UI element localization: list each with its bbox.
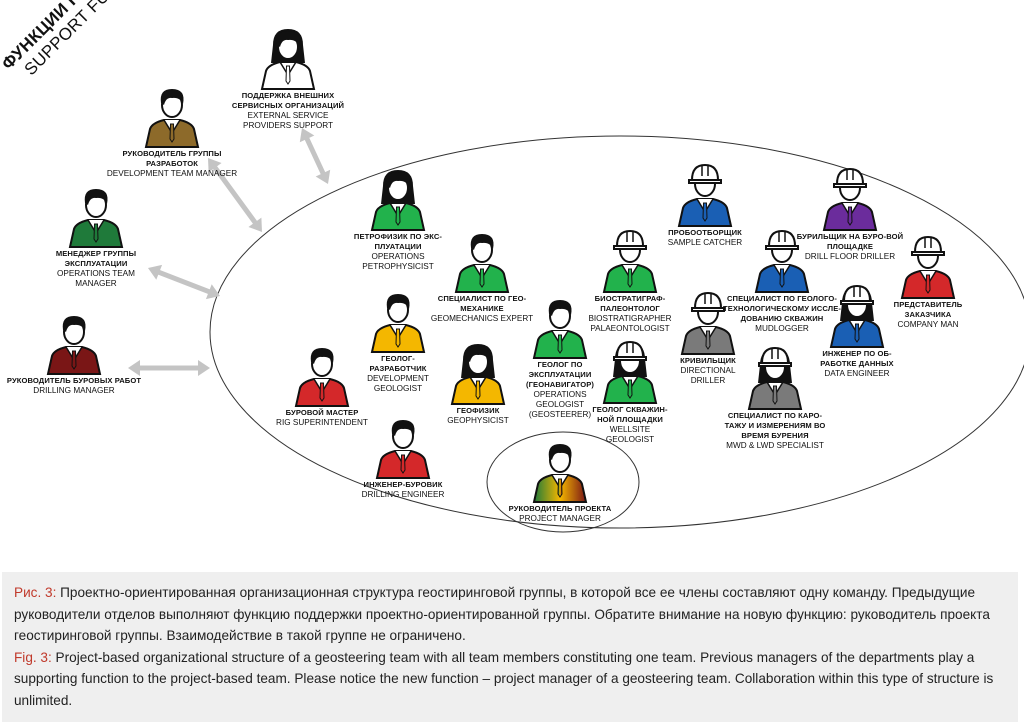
role-en: DRILLING ENGINEER bbox=[361, 490, 445, 499]
caption-ru-label: Рис. 3: bbox=[14, 585, 57, 600]
role-ru: СПЕЦИАЛИСТ ПО ГЕО-МЕХАНИКЕ bbox=[437, 294, 527, 313]
role-ru: ПРОБООТБОРЩИК bbox=[668, 228, 742, 237]
role-ru: ПРЕДСТАВИТЕЛЬ ЗАКАЗЧИКА bbox=[893, 300, 963, 319]
role-ru: МЕНЕДЖЕР ГРУППЫ ЭКСПЛУАТАЦИИ bbox=[55, 249, 137, 268]
person-ops-geologist: ГЕОЛОГ ПО ЭКСПЛУАТАЦИИ (ГЕОНАВИГАТОР)OPE… bbox=[515, 294, 605, 420]
role-ru: ГЕОЛОГ-РАЗРАБОТЧИК bbox=[369, 354, 427, 373]
role-en: EXTERNAL SERVICE PROVIDERS SUPPORT bbox=[243, 111, 333, 130]
person-icon bbox=[68, 189, 124, 248]
double-arrow bbox=[299, 128, 331, 185]
role-en: OPERATIONS TEAM MANAGER bbox=[57, 269, 135, 288]
role-en: DEVELOPMENT TEAM MANAGER bbox=[106, 169, 238, 178]
double-arrow bbox=[128, 360, 210, 376]
role-en: BIOSTRATIGRAPHER PALAEONTOLOGIST bbox=[588, 314, 672, 333]
caption-en: Fig. 3: Project-based organizational str… bbox=[14, 647, 1006, 712]
person-icon bbox=[532, 300, 588, 359]
role-ru: БИОСТРАТИГРАФ-ПАЛЕОНТОЛОГ bbox=[594, 294, 666, 313]
role-ru: РУКОВОДИТЕЛЬ ПРОЕКТА bbox=[508, 504, 612, 513]
role-ru: БУРОВОЙ МАСТЕР bbox=[285, 408, 359, 417]
role-en: OPERATIONS PETROPHYSICIST bbox=[362, 252, 434, 271]
person-mwd-lwd: СПЕЦИАЛИСТ ПО КАРО-ТАЖУ И ИЗМЕРЕНИЯМ ВО … bbox=[720, 345, 830, 451]
person-icon bbox=[375, 420, 431, 479]
role-en: COMPANY MAN bbox=[897, 320, 959, 329]
person-icon bbox=[677, 163, 733, 227]
role-ru: БУРИЛЬЩИК НА БУРО-ВОЙ ПЛОЩАДКЕ bbox=[796, 232, 904, 251]
figure-caption: Рис. 3: Проектно-ориентированная организ… bbox=[2, 572, 1018, 722]
role-ru: ПЕТРОФИЗИК ПО ЭКС-ПЛУАТАЦИИ bbox=[353, 232, 443, 251]
double-arrow bbox=[148, 264, 220, 300]
role-en: GEOMECHANICS EXPERT bbox=[430, 314, 534, 323]
role-en: DATA ENGINEER bbox=[824, 369, 890, 378]
person-icon bbox=[602, 340, 658, 404]
person-icon bbox=[754, 229, 810, 293]
person-icon bbox=[829, 284, 885, 348]
person-icon bbox=[454, 234, 510, 293]
person-icon bbox=[450, 344, 506, 405]
person-icon bbox=[900, 235, 956, 299]
person-icon bbox=[822, 167, 878, 231]
role-en: DRILL FLOOR DRILLER bbox=[804, 252, 896, 261]
role-en: MUDLOGGER bbox=[755, 324, 809, 333]
person-mudlogger: СПЕЦИАЛИСТ ПО ГЕОЛОГО-ТЕХНОЛОГИЧЕСКОМУ И… bbox=[717, 228, 847, 334]
person-icon bbox=[532, 444, 588, 503]
role-ru: СПЕЦИАЛИСТ ПО КАРО-ТАЖУ И ИЗМЕРЕНИЯМ ВО … bbox=[724, 411, 826, 440]
person-icon bbox=[747, 346, 803, 410]
role-ru: ПОДДЕРЖКА ВНЕШНИХ СЕРВИСНЫХ ОРГАНИЗАЦИЙ bbox=[231, 91, 345, 110]
role-ru: РУКОВОДИТЕЛЬ БУРОВЫХ РАБОТ bbox=[6, 376, 142, 385]
diagram-lines bbox=[128, 128, 1024, 533]
person-icon bbox=[294, 348, 350, 407]
caption-ru-text: Проектно-ориентированная организационная… bbox=[14, 585, 990, 643]
role-en: SAMPLE CATCHER bbox=[667, 238, 743, 247]
person-icon bbox=[680, 291, 736, 355]
role-en: OPERATIONS GEOLOGIST (GEOSTEERER) bbox=[528, 390, 592, 419]
person-icon bbox=[260, 29, 316, 90]
person-icon bbox=[602, 229, 658, 293]
role-en: WELLSITE GEOLOGIST bbox=[605, 425, 655, 444]
role-en: GEOPHYSICIST bbox=[447, 416, 509, 425]
org-diagram: ФУНКЦИИ ПОДДЕРЖКИ SUPPORT FUNCTIONS ПОДД… bbox=[0, 0, 1024, 533]
double-arrow bbox=[208, 158, 263, 233]
project-manager-ellipse bbox=[486, 431, 640, 533]
caption-en-label: Fig. 3: bbox=[14, 649, 52, 665]
role-ru: ГЕОЛОГ ПО ЭКСПЛУАТАЦИИ (ГЕОНАВИГАТОР) bbox=[526, 360, 594, 389]
role-en: PROJECT MANAGER bbox=[519, 514, 601, 523]
role-ru: ГЕОЛОГ СКВАЖИН-НОЙ ПЛОЩАДКИ bbox=[592, 405, 668, 424]
person-icon bbox=[144, 89, 200, 148]
caption-ru: Рис. 3: Проектно-ориентированная организ… bbox=[14, 582, 1006, 647]
person-icon bbox=[370, 170, 426, 231]
role-ru: РУКОВОДИТЕЛЬ ГРУППЫ РАЗРАБОТОК bbox=[122, 149, 222, 168]
person-icon bbox=[370, 294, 426, 353]
role-ru: ИНЖЕНЕР-БУРОВИК bbox=[363, 480, 443, 489]
person-icon bbox=[46, 316, 102, 375]
role-en: MWD & LWD SPECIALIST bbox=[726, 441, 824, 450]
role-ru: СПЕЦИАЛИСТ ПО ГЕОЛОГО-ТЕХНОЛОГИЧЕСКОМУ И… bbox=[722, 294, 841, 323]
team-ellipse bbox=[209, 135, 1024, 529]
role-en: RIG SUPERINTENDENT bbox=[276, 418, 368, 427]
caption-en-text: Project-based organizational structure o… bbox=[14, 649, 994, 708]
role-ru: ГЕОФИЗИК bbox=[456, 406, 500, 415]
role-en: DRILLING MANAGER bbox=[33, 386, 115, 395]
role-en: DEVELOPMENT GEOLOGIST bbox=[367, 374, 429, 393]
role-ru: ИНЖЕНЕР ПО ОБ-РАБОТКЕ ДАННЫХ bbox=[820, 349, 894, 368]
role-en: DIRECTIONAL DRILLER bbox=[680, 366, 736, 385]
role-ru: КРИВИЛЬЩИК bbox=[680, 356, 736, 365]
